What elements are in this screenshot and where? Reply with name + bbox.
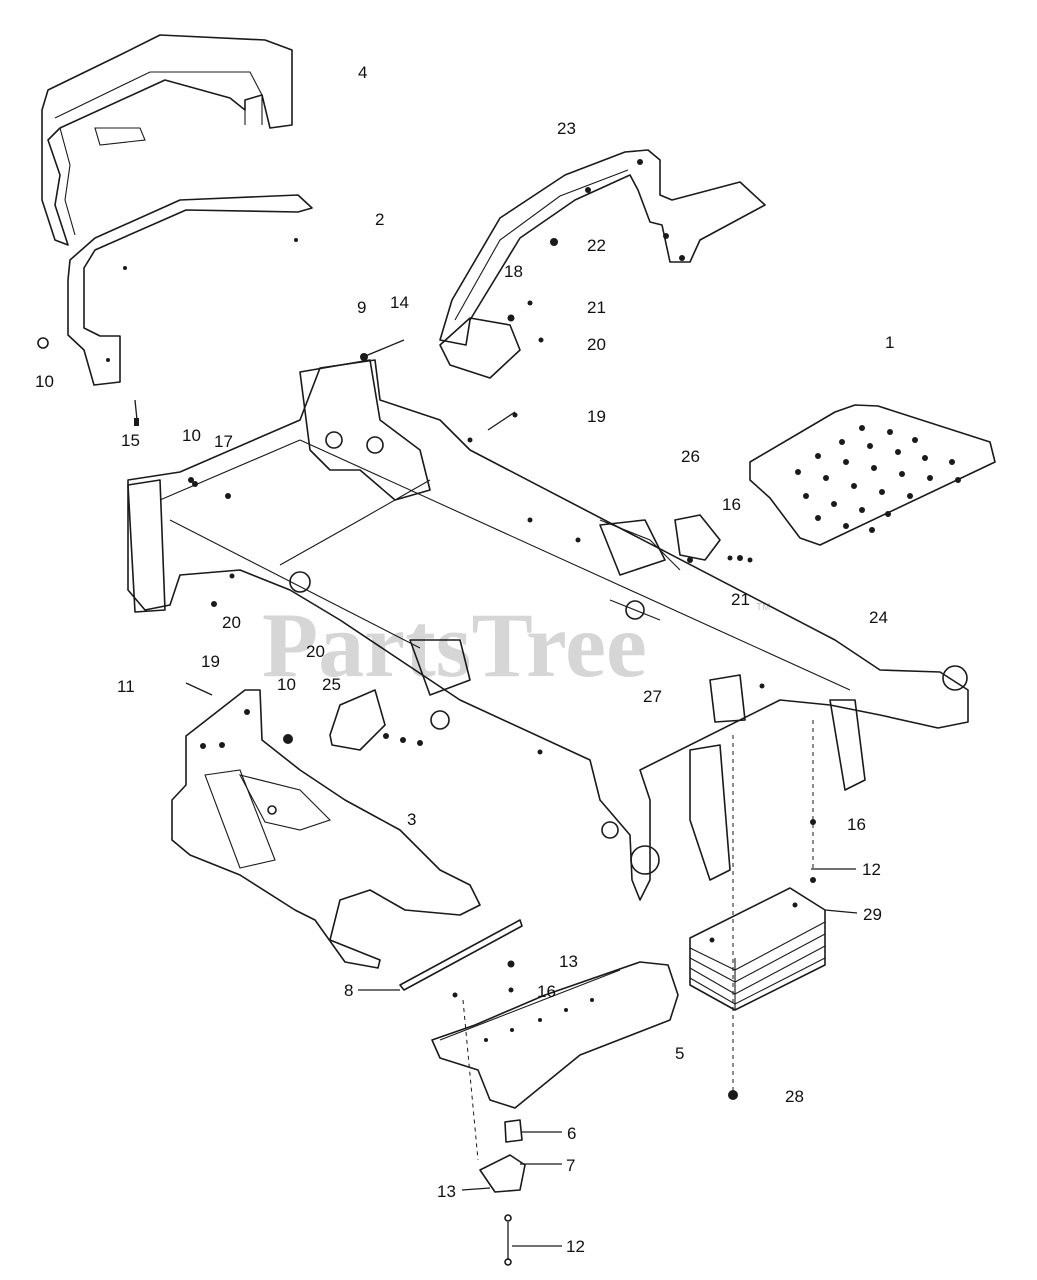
callout-1[interactable]: 1 xyxy=(885,333,894,352)
callout-16[interactable]: 16 xyxy=(847,815,866,834)
callout-21[interactable]: 21 xyxy=(731,590,750,609)
callout-11[interactable]: 11 xyxy=(117,677,135,696)
callout-12[interactable]: 12 xyxy=(862,860,881,879)
part-23-upper-frame[interactable] xyxy=(439,149,766,379)
callout-26[interactable]: 26 xyxy=(681,447,700,466)
callout-16[interactable]: 16 xyxy=(722,495,741,514)
callout-20[interactable]: 20 xyxy=(222,613,241,632)
callout-9[interactable]: 9 xyxy=(357,298,366,317)
callout-10[interactable]: 10 xyxy=(277,675,296,694)
part-5-side-shield[interactable] xyxy=(431,961,679,1193)
part-8-strip[interactable] xyxy=(399,919,523,991)
callout-7[interactable]: 7 xyxy=(566,1156,575,1175)
part-29-weight-stack[interactable] xyxy=(689,887,826,1011)
watermark-tm: TM xyxy=(756,602,770,613)
callout-19[interactable]: 19 xyxy=(587,407,606,426)
callout-8[interactable]: 8 xyxy=(344,981,353,1000)
leader-lines xyxy=(358,868,858,1247)
part-3-foot-plate[interactable] xyxy=(171,689,481,969)
callout-5[interactable]: 5 xyxy=(675,1044,684,1063)
callout-10[interactable]: 10 xyxy=(35,372,54,391)
part-26-bracket[interactable] xyxy=(674,514,721,561)
callout-17[interactable]: 17 xyxy=(214,432,233,451)
callout-10[interactable]: 10 xyxy=(182,426,201,445)
callout-6[interactable]: 6 xyxy=(567,1124,576,1143)
callout-3[interactable]: 3 xyxy=(407,810,416,829)
callout-4[interactable]: 4 xyxy=(358,63,367,82)
callout-2[interactable]: 2 xyxy=(375,210,384,229)
hardware xyxy=(37,238,816,1266)
callout-13[interactable]: 13 xyxy=(437,1182,456,1201)
part-1-floor-plate[interactable] xyxy=(749,404,996,546)
callout-28[interactable]: 28 xyxy=(785,1087,804,1106)
callout-12[interactable]: 12 xyxy=(566,1237,585,1256)
callout-27[interactable]: 27 xyxy=(643,687,662,706)
callout-14[interactable]: 14 xyxy=(390,293,409,312)
callout-13[interactable]: 13 xyxy=(559,952,578,971)
part-4-bumper-cover[interactable] xyxy=(41,34,293,246)
callout-19[interactable]: 19 xyxy=(201,652,220,671)
callout-23[interactable]: 23 xyxy=(557,119,576,138)
callout-25[interactable]: 25 xyxy=(322,675,341,694)
callout-20[interactable]: 20 xyxy=(587,335,606,354)
callout-16[interactable]: 16 xyxy=(537,982,556,1001)
callout-18[interactable]: 18 xyxy=(504,262,523,281)
part-2-bumper-bracket[interactable] xyxy=(67,194,313,386)
part-25-bracket[interactable] xyxy=(329,689,386,751)
callout-22[interactable]: 22 xyxy=(587,236,606,255)
callout-15[interactable]: 15 xyxy=(121,431,140,450)
callout-20[interactable]: 20 xyxy=(306,642,325,661)
callout-labels: 4 23 2 22 18 9 14 21 20 1 10 15 10 17 19… xyxy=(35,63,894,1256)
main-frame[interactable] xyxy=(127,359,969,901)
callout-24[interactable]: 24 xyxy=(869,608,888,627)
callout-21[interactable]: 21 xyxy=(587,298,606,317)
callout-29[interactable]: 29 xyxy=(863,905,882,924)
